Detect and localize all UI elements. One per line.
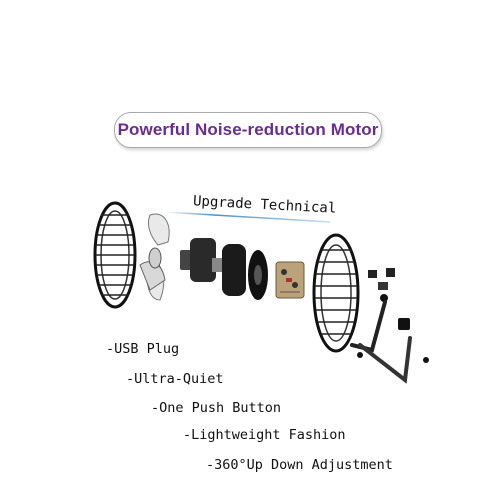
feature-360-adjustment: -360°Up Down Adjustment bbox=[206, 457, 393, 473]
feature-lightweight-fashion: -Lightweight Fashion bbox=[183, 427, 346, 443]
circuit-board-icon bbox=[275, 261, 305, 299]
front-cage-icon bbox=[312, 233, 360, 353]
headline-text: Powerful Noise-reduction Motor bbox=[117, 120, 379, 139]
headline-badge: Powerful Noise-reduction Motor bbox=[114, 112, 382, 148]
accent-line bbox=[164, 211, 331, 223]
rear-cage-icon bbox=[93, 201, 137, 309]
screws-and-button-icon bbox=[368, 268, 429, 363]
fan-blade-icon bbox=[139, 213, 170, 301]
feature-usb-plug: -USB Plug bbox=[106, 341, 180, 357]
motor-parts-icon bbox=[180, 238, 268, 300]
feature-one-push-button: -One Push Button bbox=[151, 400, 282, 416]
stand-bracket-icon bbox=[350, 300, 412, 384]
feature-ultra-quiet: -Ultra-Quiet bbox=[126, 371, 224, 387]
